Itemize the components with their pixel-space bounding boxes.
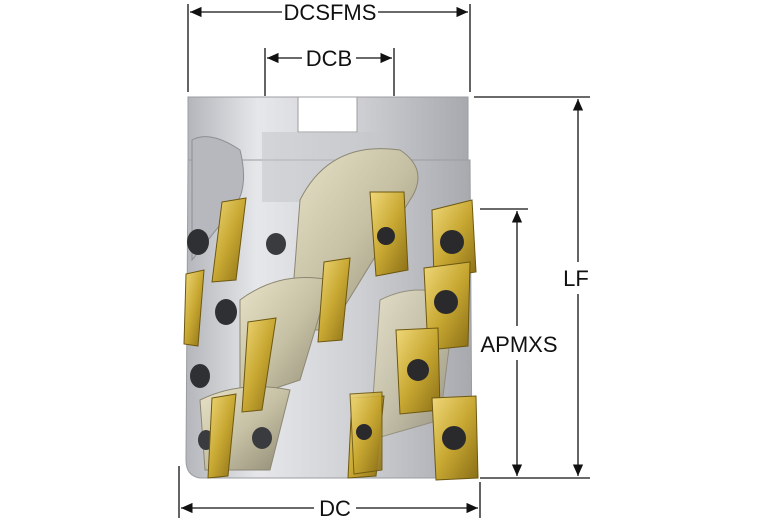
insert-left <box>211 197 247 283</box>
dimension-lines <box>178 4 590 518</box>
coolant-hole <box>252 427 272 449</box>
lf-label: LF <box>563 266 589 291</box>
insert-left <box>241 317 277 413</box>
torx-screw-icon <box>407 359 429 381</box>
coolant-hole <box>190 364 210 388</box>
apmxs-label: APMXS <box>480 332 557 357</box>
insert-left <box>207 393 237 479</box>
torx-screw-icon <box>434 290 458 314</box>
torx-screw-icon <box>356 424 372 440</box>
coolant-hole <box>187 229 209 255</box>
torx-screw-icon <box>440 230 464 254</box>
dc-label: DC <box>319 496 351 521</box>
milling-cutter-illustration <box>183 96 479 481</box>
insert-left <box>317 257 351 343</box>
coolant-hole <box>215 299 237 325</box>
dcsfms-label: DCSFMS <box>284 0 377 25</box>
insert-left <box>183 269 205 347</box>
drive-slot <box>297 96 358 133</box>
dcb-label: DCB <box>306 46 352 71</box>
coolant-hole <box>266 233 286 255</box>
torx-screw-icon <box>442 426 466 450</box>
torx-screw-icon <box>377 227 395 245</box>
